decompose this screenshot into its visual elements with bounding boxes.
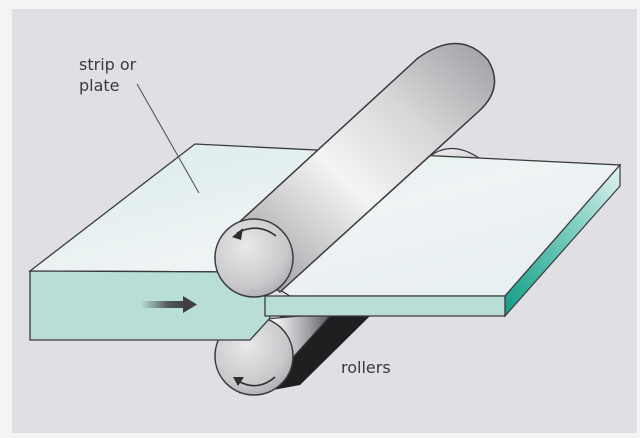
- top-roller-body: [220, 42, 496, 294]
- top-roller: [214, 42, 496, 298]
- strip-label-line1: strip or: [79, 55, 137, 74]
- bottom-roller: [214, 315, 370, 396]
- strip-label-line2: plate: [79, 76, 120, 95]
- bottom-roller-rotation-arrow: [237, 376, 276, 387]
- strip-or-plate-label: strip or plate: [79, 54, 136, 96]
- top-roller-end: [214, 218, 294, 298]
- top-roller-arrowhead-icon: [232, 228, 243, 240]
- bottom-roller-arrowhead-icon: [233, 377, 244, 386]
- feed-arrow-icon: [183, 296, 197, 313]
- strip-leader-line: [136, 83, 200, 194]
- rollers-label: rollers: [341, 358, 391, 377]
- plate-front-face-thin: [264, 295, 506, 317]
- feed-arrow-shaft: [141, 301, 186, 308]
